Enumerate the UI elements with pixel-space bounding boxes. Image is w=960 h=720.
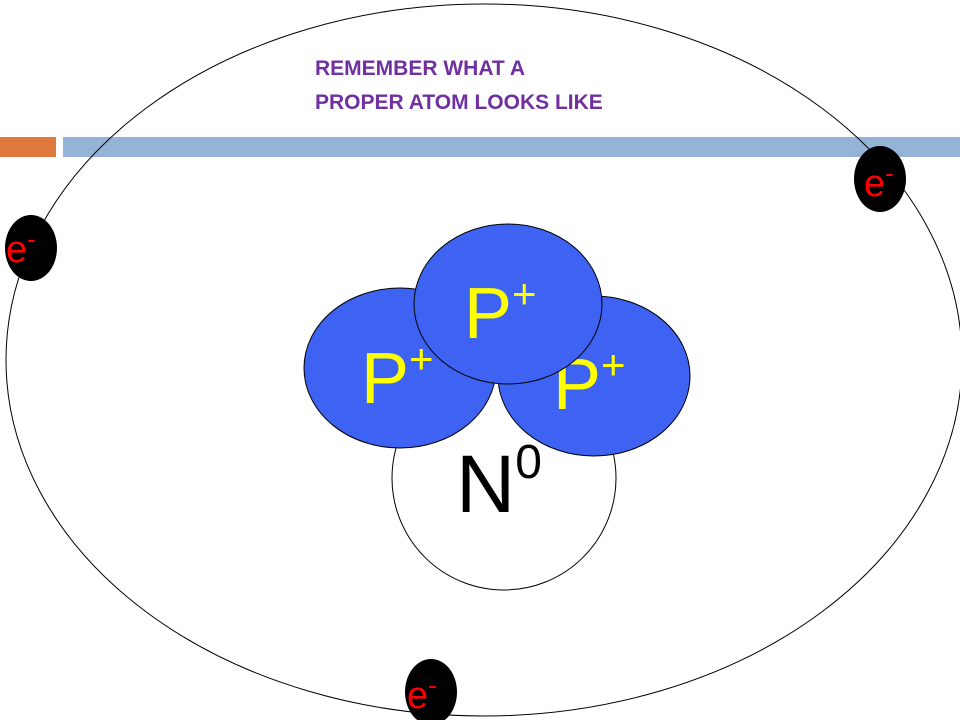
neutron-label-base: N	[456, 439, 515, 530]
electron-left-circle	[5, 215, 57, 281]
proton-top-label-superscript: +	[512, 270, 537, 317]
slide-title-line-1: REMEMBER WHAT A	[315, 57, 525, 80]
accent-bar-orange	[0, 137, 56, 157]
proton-left-label-base: P	[361, 339, 409, 419]
neutron-label-superscript: 0	[515, 436, 542, 489]
proton-top-circle	[413, 223, 603, 385]
electron-bottom-circle	[405, 659, 457, 720]
electron-bottom-label: e-	[407, 670, 437, 717]
electron-right-label: e-	[864, 158, 894, 205]
electron-right-label-base: e	[864, 163, 885, 205]
electron-bottom-label-superscript: -	[428, 670, 437, 700]
slide-title-line-2: PROPER ATOM LOOKS LIKE	[315, 91, 603, 114]
electron-right: e-	[854, 146, 906, 212]
accent-bar-blue	[63, 137, 960, 157]
proton-top-label-base: P	[464, 274, 512, 354]
electron-left: e-	[5, 215, 57, 281]
electron-right-circle	[854, 146, 906, 212]
proton-right-label-superscript: +	[601, 341, 626, 388]
proton-top-label: P+	[464, 270, 537, 354]
slide-title: REMEMBER WHAT A PROPER ATOM LOOKS LIKE	[315, 52, 603, 120]
electron-orbit	[5, 3, 960, 717]
electron-left-label-base: e	[6, 229, 27, 271]
electron-bottom-label-base: e	[407, 675, 428, 717]
electron-left-label-superscript: -	[27, 224, 36, 254]
proton-top: P+	[413, 223, 603, 385]
electron-bottom: e-	[405, 659, 457, 720]
electron-right-label-superscript: -	[885, 158, 894, 188]
neutron-label: N0	[456, 436, 542, 530]
electron-left-label: e-	[6, 224, 36, 271]
